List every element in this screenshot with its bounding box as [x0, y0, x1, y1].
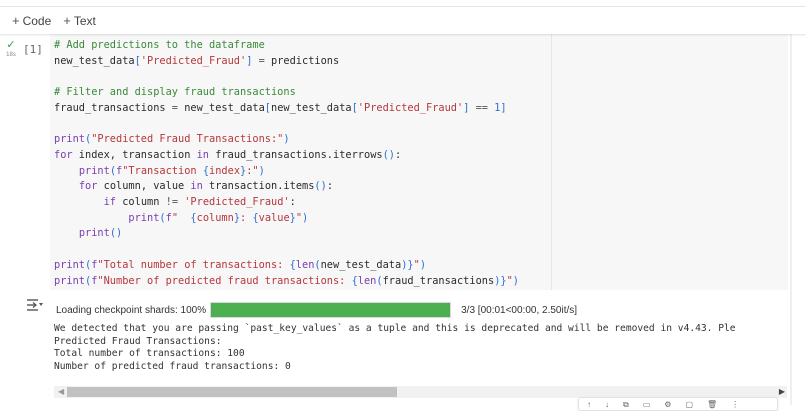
horizontal-scrollbar[interactable]: ◀ ▶: [54, 386, 787, 398]
code-line: if column != 'Predicted_Fraud':: [103, 196, 296, 209]
run-cell-button[interactable]: ✓ 18s: [3, 40, 19, 59]
code-cell: ✓ 18s [1] # Add predictions to the dataf…: [0, 34, 806, 290]
code-line: for column, value in transaction.items()…: [78, 180, 334, 193]
progress-label: Loading checkpoint shards: 100%: [56, 304, 207, 316]
add-code-button[interactable]: + Code: [12, 13, 51, 28]
code-line: print(f"Transaction {index}:"): [78, 164, 265, 177]
code-line: [54, 69, 519, 85]
progress-fill: [211, 303, 451, 317]
code-line: print(f"Total number of transactions: {l…: [54, 258, 427, 271]
output-line: We detected that you are passing `past_k…: [54, 323, 736, 334]
code-content: # Add predictions to the dataframe new_te…: [54, 38, 519, 289]
code-line: [54, 117, 519, 133]
scroll-right-icon[interactable]: ▶: [778, 387, 785, 396]
add-text-label: Text: [73, 13, 96, 28]
plus-icon: +: [12, 13, 20, 28]
scrollbar-thumb[interactable]: [67, 387, 397, 397]
execution-count: [1]: [23, 43, 43, 56]
output-text: We detected that you are passing `past_k…: [54, 323, 804, 373]
code-line: [54, 242, 519, 258]
code-line: # Filter and display fraud transactions: [54, 86, 296, 99]
code-line: for index, transaction in fraud_transact…: [54, 148, 402, 161]
notebook-toolbar: + Code + Text: [0, 7, 806, 34]
output-toggle-icon[interactable]: [24, 297, 44, 313]
scroll-left-icon[interactable]: ◀: [58, 387, 65, 396]
vertical-scrollbar-track[interactable]: [790, 34, 792, 405]
top-divider: [0, 6, 806, 7]
code-editor[interactable]: # Add predictions to the dataframe new_te…: [50, 34, 788, 290]
code-line: print("Predicted Fraud Transactions:"): [54, 133, 290, 146]
check-icon: ✓: [6, 39, 16, 51]
progress-stats: 3/3 [00:01<00:00, 2.50it/s]: [461, 304, 578, 316]
cell-gutter: ✓ 18s [1]: [0, 34, 50, 290]
add-text-button[interactable]: + Text: [63, 13, 96, 28]
link-icon[interactable]: ⧉: [623, 400, 629, 409]
progress-row: Loading checkpoint shards: 100% 3/3 [00:…: [56, 302, 577, 318]
plus-icon: +: [63, 13, 71, 28]
editor-ruler: [551, 34, 552, 290]
code-line: print(): [78, 227, 123, 240]
code-line: fraud_transactions = new_test_data[new_t…: [54, 101, 507, 114]
cell-action-toolbar: ↑ ↓ ⧉ ▭ ⚙ ▢ 🗑 ⋮: [578, 397, 778, 411]
output-line: Total number of transactions: 100: [54, 348, 245, 359]
output-line: Predicted Fraud Transactions:: [54, 335, 222, 347]
cell-output: Loading checkpoint shards: 100% 3/3 [00:…: [0, 290, 806, 405]
add-code-label: Code: [22, 13, 52, 28]
output-line: Number of predicted fraud transactions: …: [54, 360, 291, 372]
code-line: print(f"Number of predicted fraud transa…: [54, 274, 519, 287]
progress-bar: [210, 302, 452, 318]
code-line: # Add predictions to the dataframe: [54, 39, 265, 51]
code-line: new_test_data['Predicted_Fraud'] = predi…: [54, 54, 340, 67]
code-line: print(f" {column}: {value}"): [128, 211, 309, 224]
execution-time: 18s: [6, 52, 16, 58]
